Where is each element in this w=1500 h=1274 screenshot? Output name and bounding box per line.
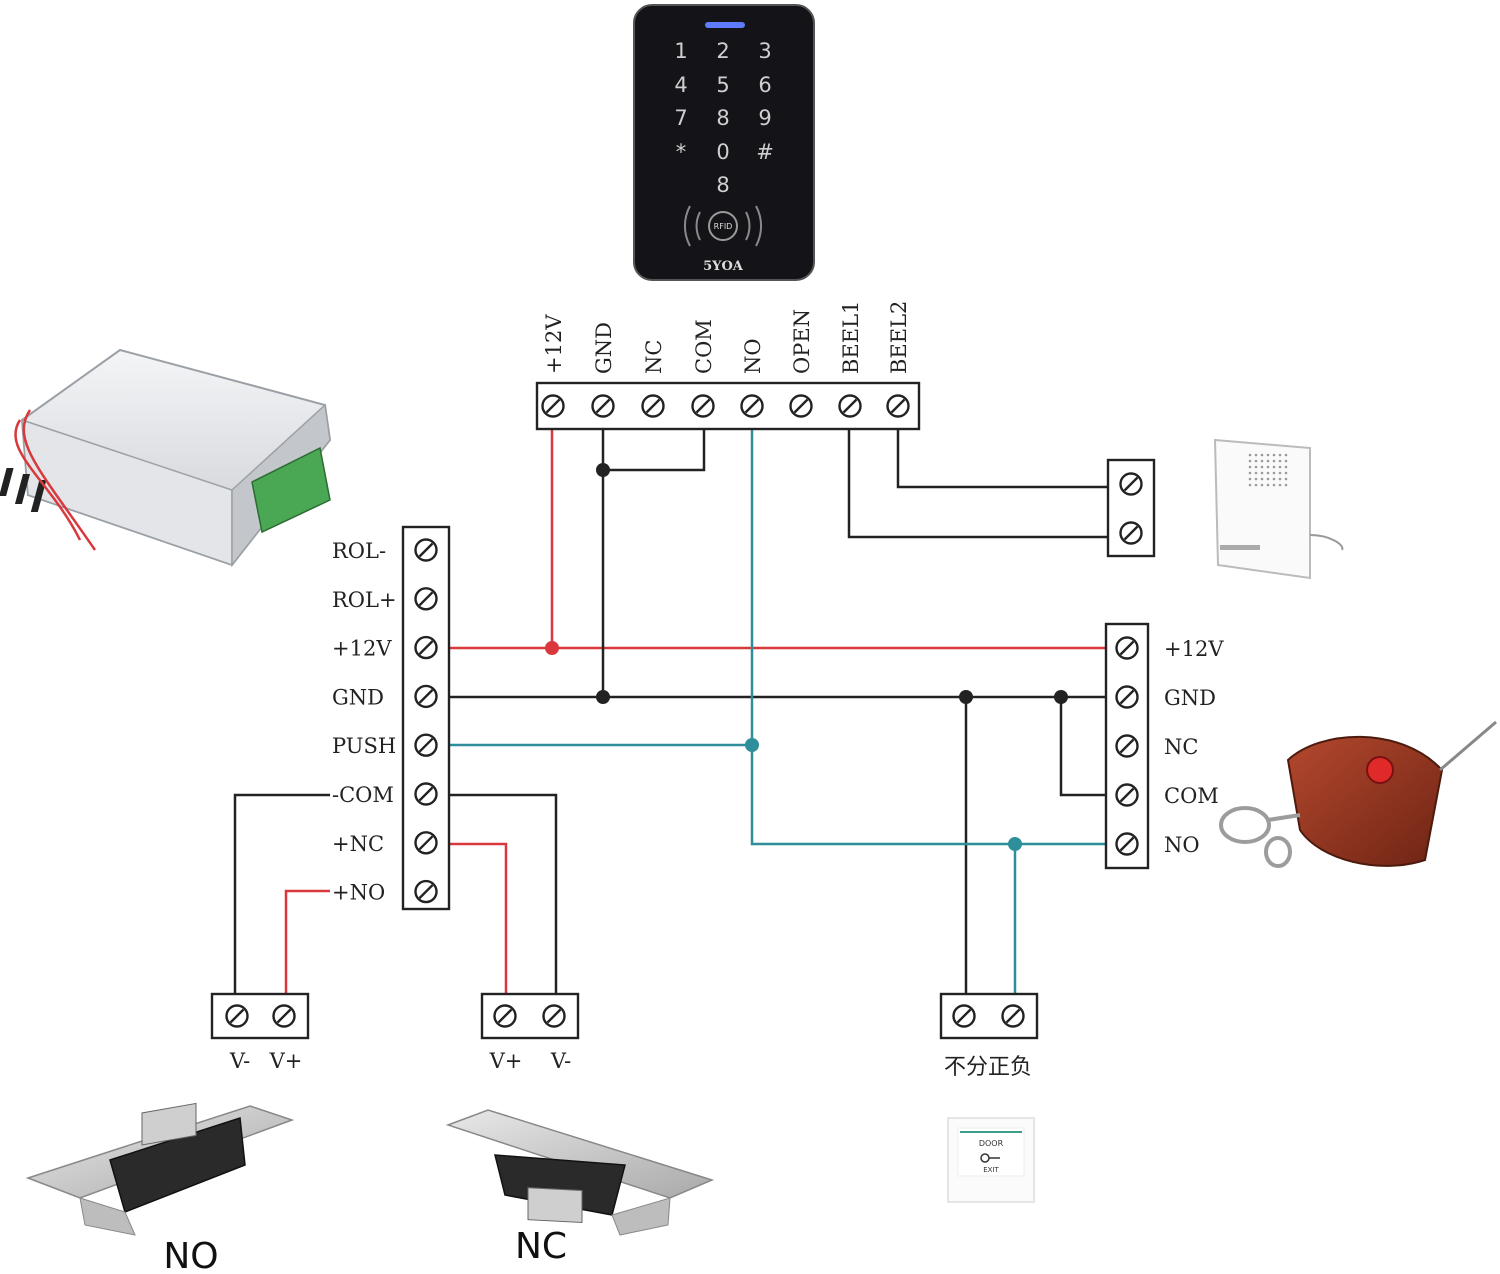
- keypad-brand: 5YOA: [703, 259, 744, 274]
- lock-no-terminal-label: V+: [269, 1049, 303, 1073]
- power-supply-terminal-label: PUSH: [332, 734, 396, 758]
- terminal-screw-icon: [414, 538, 438, 562]
- exit-button-terminal-block: 不分正负: [939, 992, 1039, 1080]
- terminal-screw-icon: [591, 394, 615, 418]
- junction-dot: [959, 690, 973, 704]
- keypad-key: 7: [674, 106, 687, 130]
- keypad-key: 0: [716, 140, 729, 164]
- remote-receiver-terminal-label: +12V: [1164, 637, 1224, 661]
- lock-nc-terminal-label: V-: [550, 1049, 571, 1073]
- remote-receiver-terminal-label: COM: [1164, 784, 1219, 808]
- wire-beel2: [896, 428, 1108, 489]
- rfid-label: RFID: [714, 222, 733, 231]
- exit-polarity-label: 不分正负: [944, 1055, 1032, 1080]
- terminal-screw-icon: [1115, 734, 1139, 758]
- terminal-screw-icon: [691, 394, 715, 418]
- power-supply-terminal-label: ROL+: [332, 588, 397, 612]
- junction-dot: [1054, 690, 1068, 704]
- junction-dot: [545, 641, 559, 655]
- keypad-key: 2: [716, 39, 729, 63]
- power-supply-terminal-label: +NC: [332, 832, 384, 856]
- remote-control-image: [1219, 720, 1497, 868]
- power-supply-terminal-label: -COM: [332, 783, 394, 807]
- controller-terminal-label: NC: [642, 340, 666, 374]
- terminal-screw-icon: [414, 782, 438, 806]
- remote-receiver-terminal-label: NC: [1164, 735, 1198, 759]
- power-supply-terminal-label: GND: [332, 685, 384, 709]
- lock-nc-image: [445, 1109, 715, 1236]
- power-supply-terminal-block: ROL- ROL+ +12V GND PUSH -COM +NC +NO: [332, 525, 451, 911]
- lock-no-caption: NO: [163, 1236, 218, 1274]
- terminal-screw-icon: [414, 879, 438, 904]
- terminal-screw-icon: [740, 394, 764, 418]
- terminal-screw-icon: [414, 587, 438, 611]
- wire-keypad-com-gnd: [603, 428, 706, 472]
- terminal-screw-icon: [1115, 636, 1139, 660]
- terminal-screw-icon: [789, 394, 813, 418]
- junction-dot: [596, 463, 610, 477]
- keypad-key: 3: [758, 39, 771, 63]
- junction-dot: [596, 690, 610, 704]
- lock-nc-terminal-label: V+: [489, 1049, 523, 1073]
- exit-plate-text: DOOR: [979, 1139, 1004, 1148]
- lock-nc-caption: NC: [515, 1226, 567, 1267]
- controller-terminal-label: COM: [692, 319, 716, 374]
- controller-terminal-label: BEEL1: [839, 301, 863, 374]
- keypad-key: 6: [758, 73, 771, 97]
- keypad-key: *: [676, 140, 687, 164]
- wire-beel1: [847, 428, 1108, 539]
- keypad-key: 5: [716, 73, 729, 97]
- terminal-screw-icon: [541, 394, 565, 418]
- exit-plate-text: EXIT: [983, 1166, 999, 1174]
- lock-no-terminal-label: V-: [229, 1049, 250, 1073]
- controller-terminal-label: OPEN: [790, 309, 814, 374]
- keypad-key: #: [756, 140, 774, 164]
- controller-terminal-label: NO: [741, 338, 765, 374]
- lock-nc-terminal-block: V+ V-: [480, 992, 580, 1073]
- keypad-image: 1 2 3 4 5 6 7 8 9 * 0 #8 RFID 5YOA: [633, 4, 815, 281]
- lock-no-terminal-block: V- V+: [210, 992, 310, 1073]
- keypad-key: 9: [758, 106, 771, 130]
- controller-terminal-label: GND: [592, 322, 616, 374]
- terminal-screw-icon: [414, 635, 438, 660]
- terminal-screw-icon: [641, 394, 665, 418]
- terminal-screw-icon: [1115, 685, 1139, 709]
- keypad-bell-key: 8: [716, 173, 729, 197]
- power-supply-image: [0, 348, 332, 568]
- junction-dot: [745, 738, 759, 752]
- terminal-screw-icon: [1115, 783, 1139, 807]
- remote-receiver-terminal-label: NO: [1164, 833, 1200, 857]
- wire-keypad-no: [750, 428, 1106, 846]
- wire-psu-nc-to-lock-nc: [449, 842, 508, 994]
- terminal-screw-icon: [886, 394, 910, 418]
- lock-no-image: [25, 1102, 295, 1236]
- controller-terminal-label: +12V: [542, 314, 566, 374]
- wire-com-to-lock-no: [233, 793, 330, 994]
- terminal-screw-icon: [1115, 832, 1139, 856]
- remote-receiver-terminal-label: GND: [1164, 686, 1216, 710]
- wire-remote-com-gnd: [1059, 697, 1106, 797]
- keypad-key: 1: [674, 39, 687, 63]
- doorbell-image: [1213, 438, 1344, 580]
- terminal-screw-icon: [838, 394, 862, 418]
- keypad-key: 4: [674, 73, 687, 97]
- junction-dot: [1008, 837, 1022, 851]
- remote-receiver-terminal-block: +12V GND NC COM NO: [1104, 622, 1224, 870]
- terminal-screw-icon: [414, 831, 438, 855]
- terminal-screw-icon: [414, 684, 438, 709]
- terminal-screw-icon: [414, 733, 438, 757]
- wire-psu-no-to-lock-no: [284, 889, 330, 994]
- power-supply-terminal-label: ROL-: [332, 539, 386, 563]
- controller-terminal-block: +12V GND NC COM NO OPEN BEEL1 BEEL2: [535, 301, 921, 431]
- doorbell-terminal-block: [1106, 458, 1156, 558]
- controller-terminal-label: BEEL2: [887, 301, 911, 374]
- power-supply-terminal-label: +12V: [332, 637, 392, 661]
- power-supply-terminal-label: +NO: [332, 881, 385, 905]
- wire-com-to-lock-nc: [449, 793, 558, 994]
- keypad-key: 8: [716, 106, 729, 130]
- exit-button-image: DOOR EXIT: [947, 1117, 1035, 1203]
